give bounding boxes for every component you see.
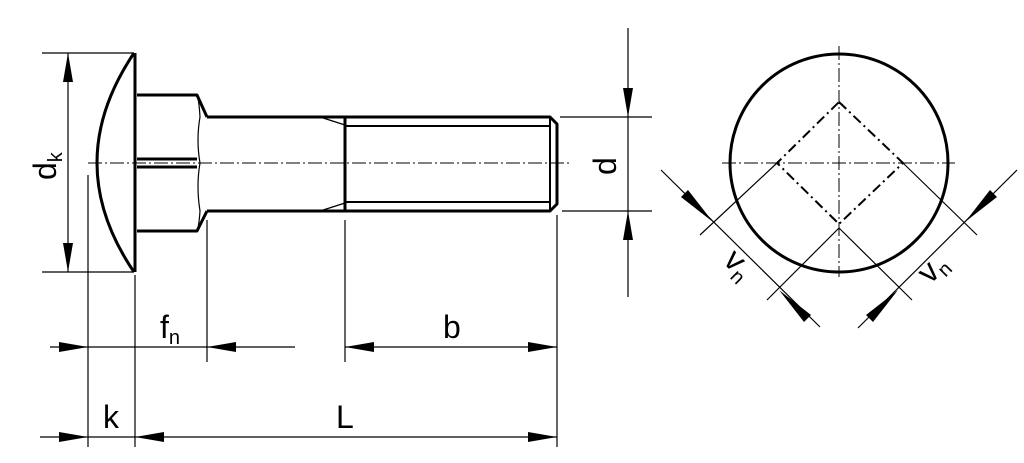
- extension-lines: [87, 175, 558, 447]
- vn-left-label: vn: [714, 241, 761, 288]
- k-label: k: [103, 399, 120, 435]
- L-label: L: [336, 399, 354, 435]
- b-dimension: b: [345, 309, 557, 352]
- dk-label: dk: [27, 151, 67, 180]
- dk-dimension: dk: [27, 52, 134, 273]
- thread-runout: [319, 116, 346, 212]
- fn-label: fn: [160, 309, 180, 349]
- k-dimension: k: [40, 399, 557, 442]
- d-dimension: d: [560, 28, 652, 297]
- thread-minor: [345, 117, 551, 211]
- bolt-side-view: [88, 52, 570, 273]
- bolt-end-view: vn vn: [660, 46, 1018, 329]
- d-label: d: [587, 157, 623, 175]
- b-label: b: [443, 309, 461, 345]
- L-dimension: L: [336, 399, 557, 442]
- fn-dimension: fn: [50, 309, 295, 352]
- bolt-shank: [207, 115, 559, 213]
